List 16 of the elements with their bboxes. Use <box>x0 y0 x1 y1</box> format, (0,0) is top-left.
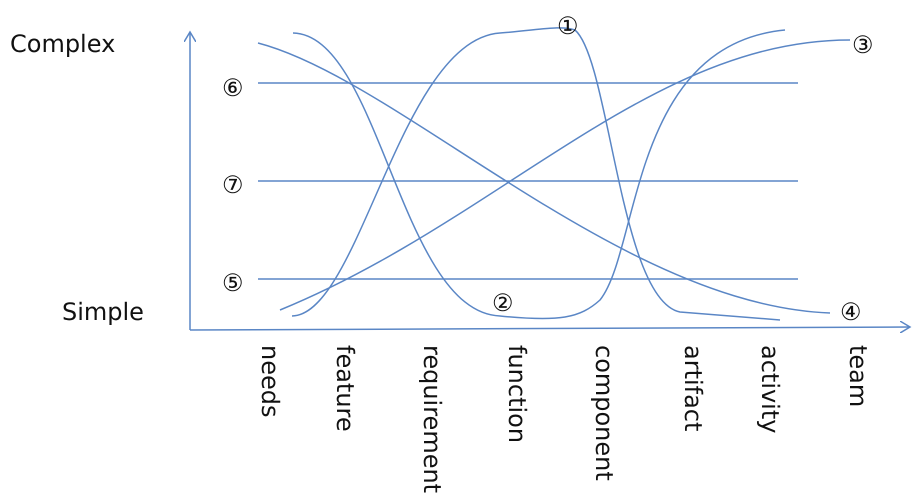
category-label: component <box>592 345 616 481</box>
category-label: team <box>846 345 870 408</box>
category-label: activity <box>758 345 782 434</box>
axis-label: Complex <box>10 32 116 56</box>
axis-label: Simple <box>62 300 144 324</box>
category-label: feature <box>333 345 357 432</box>
category-label: requirement <box>420 345 444 494</box>
category-label: function <box>505 345 529 444</box>
category-label: needs <box>258 345 282 418</box>
callout-number: ② <box>492 291 514 315</box>
callout-number: ⑦ <box>222 173 244 197</box>
category-label: artifact <box>681 345 705 432</box>
callout-number: ③ <box>852 33 874 57</box>
callout-number: ⑤ <box>222 271 244 295</box>
callout-number: ⑥ <box>222 76 244 100</box>
callout-number: ④ <box>840 300 862 324</box>
